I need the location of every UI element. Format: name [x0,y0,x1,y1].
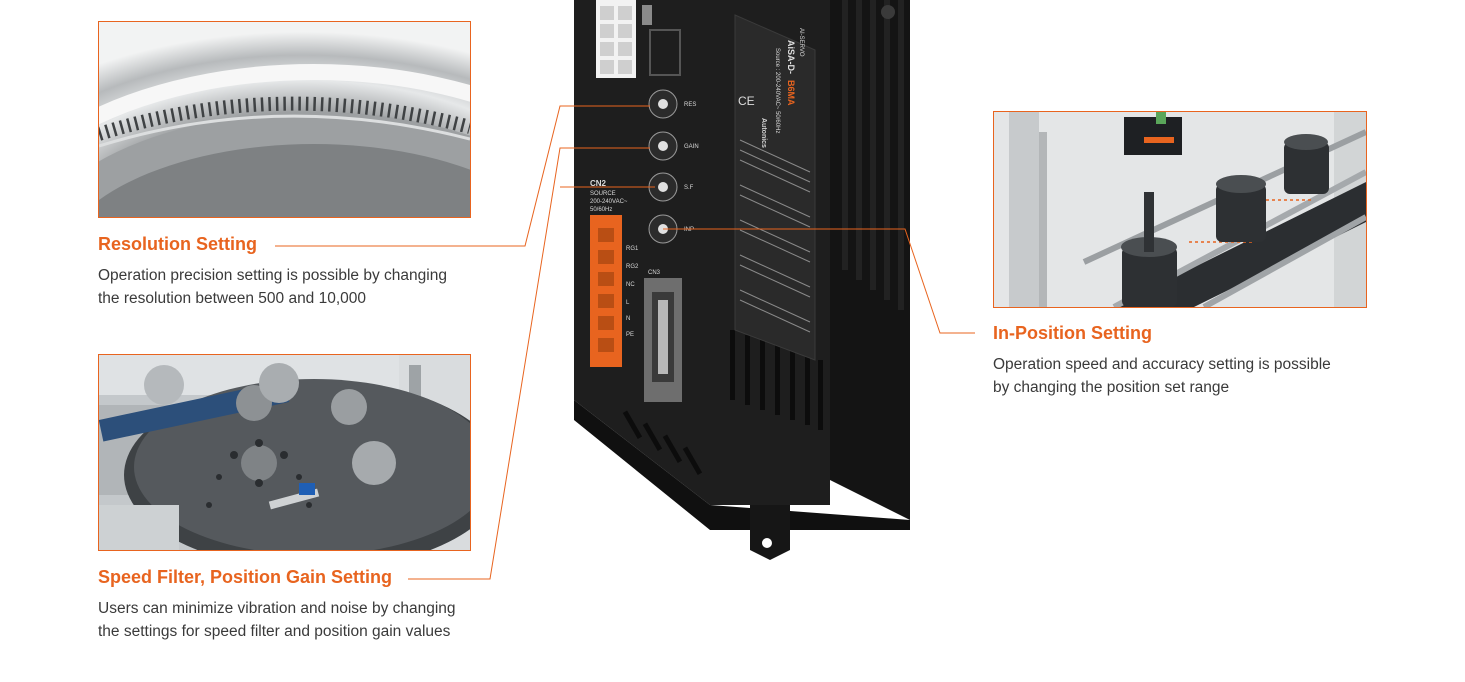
cn2-pin-rg1: RG1 [626,246,639,252]
cn2-voltage: 200-240VAC~ [590,199,628,205]
switch-label-gain: GAIN [684,144,699,150]
in-position-desc-line2: by changing the position set range [993,379,1230,396]
panel-series: AI-SERVO [798,28,804,57]
panel-brand: Autonics [760,118,767,148]
switch-label-sf: S.F [684,185,694,191]
resolution-desc-line2: the resolution between 500 and 10,000 [98,290,367,307]
in-position-photo [993,111,1367,308]
speed-filter-desc-line1: Users can minimize vibration and noise b… [98,600,456,617]
panel-source: Source : 200-240VAC~ 50/60Hz [774,48,780,133]
cn2-source: SOURCE [590,191,616,197]
cn3-label: CN3 [648,270,661,276]
in-position-title: In-Position Setting [993,323,1152,343]
cn2-freq: 50/60Hz [590,207,612,213]
cn2-label: CN2 [590,179,607,188]
cn2-pin-pe: PE [626,332,634,338]
resolution-photo [98,21,471,218]
cn2-pin-n: N [626,316,630,322]
panel-model-suffix: B6MA [786,80,796,106]
speed-filter-title: Speed Filter, Position Gain Setting [98,567,393,587]
switch-label-res: RES [684,102,696,108]
speed-filter-photo [98,354,471,551]
cn2-pin-nc: NC [626,282,635,288]
in-position-desc-line1: Operation speed and accuracy setting is … [993,356,1331,373]
resolution-desc-line1: Operation precision setting is possible … [98,267,447,284]
resolution-title: Resolution Setting [98,234,257,254]
panel-model: AiSA-D- [786,40,796,74]
switch-label-inp: INP [684,227,694,233]
servo-drive-illustration: RES GAIN S.F INP AI-SERVO AiSA-D- B6MA S… [574,0,910,560]
cn2-pin-rg2: RG2 [626,264,639,270]
ce-mark: CE [738,94,755,108]
speed-filter-desc-line2: the settings for speed filter and positi… [98,623,451,640]
